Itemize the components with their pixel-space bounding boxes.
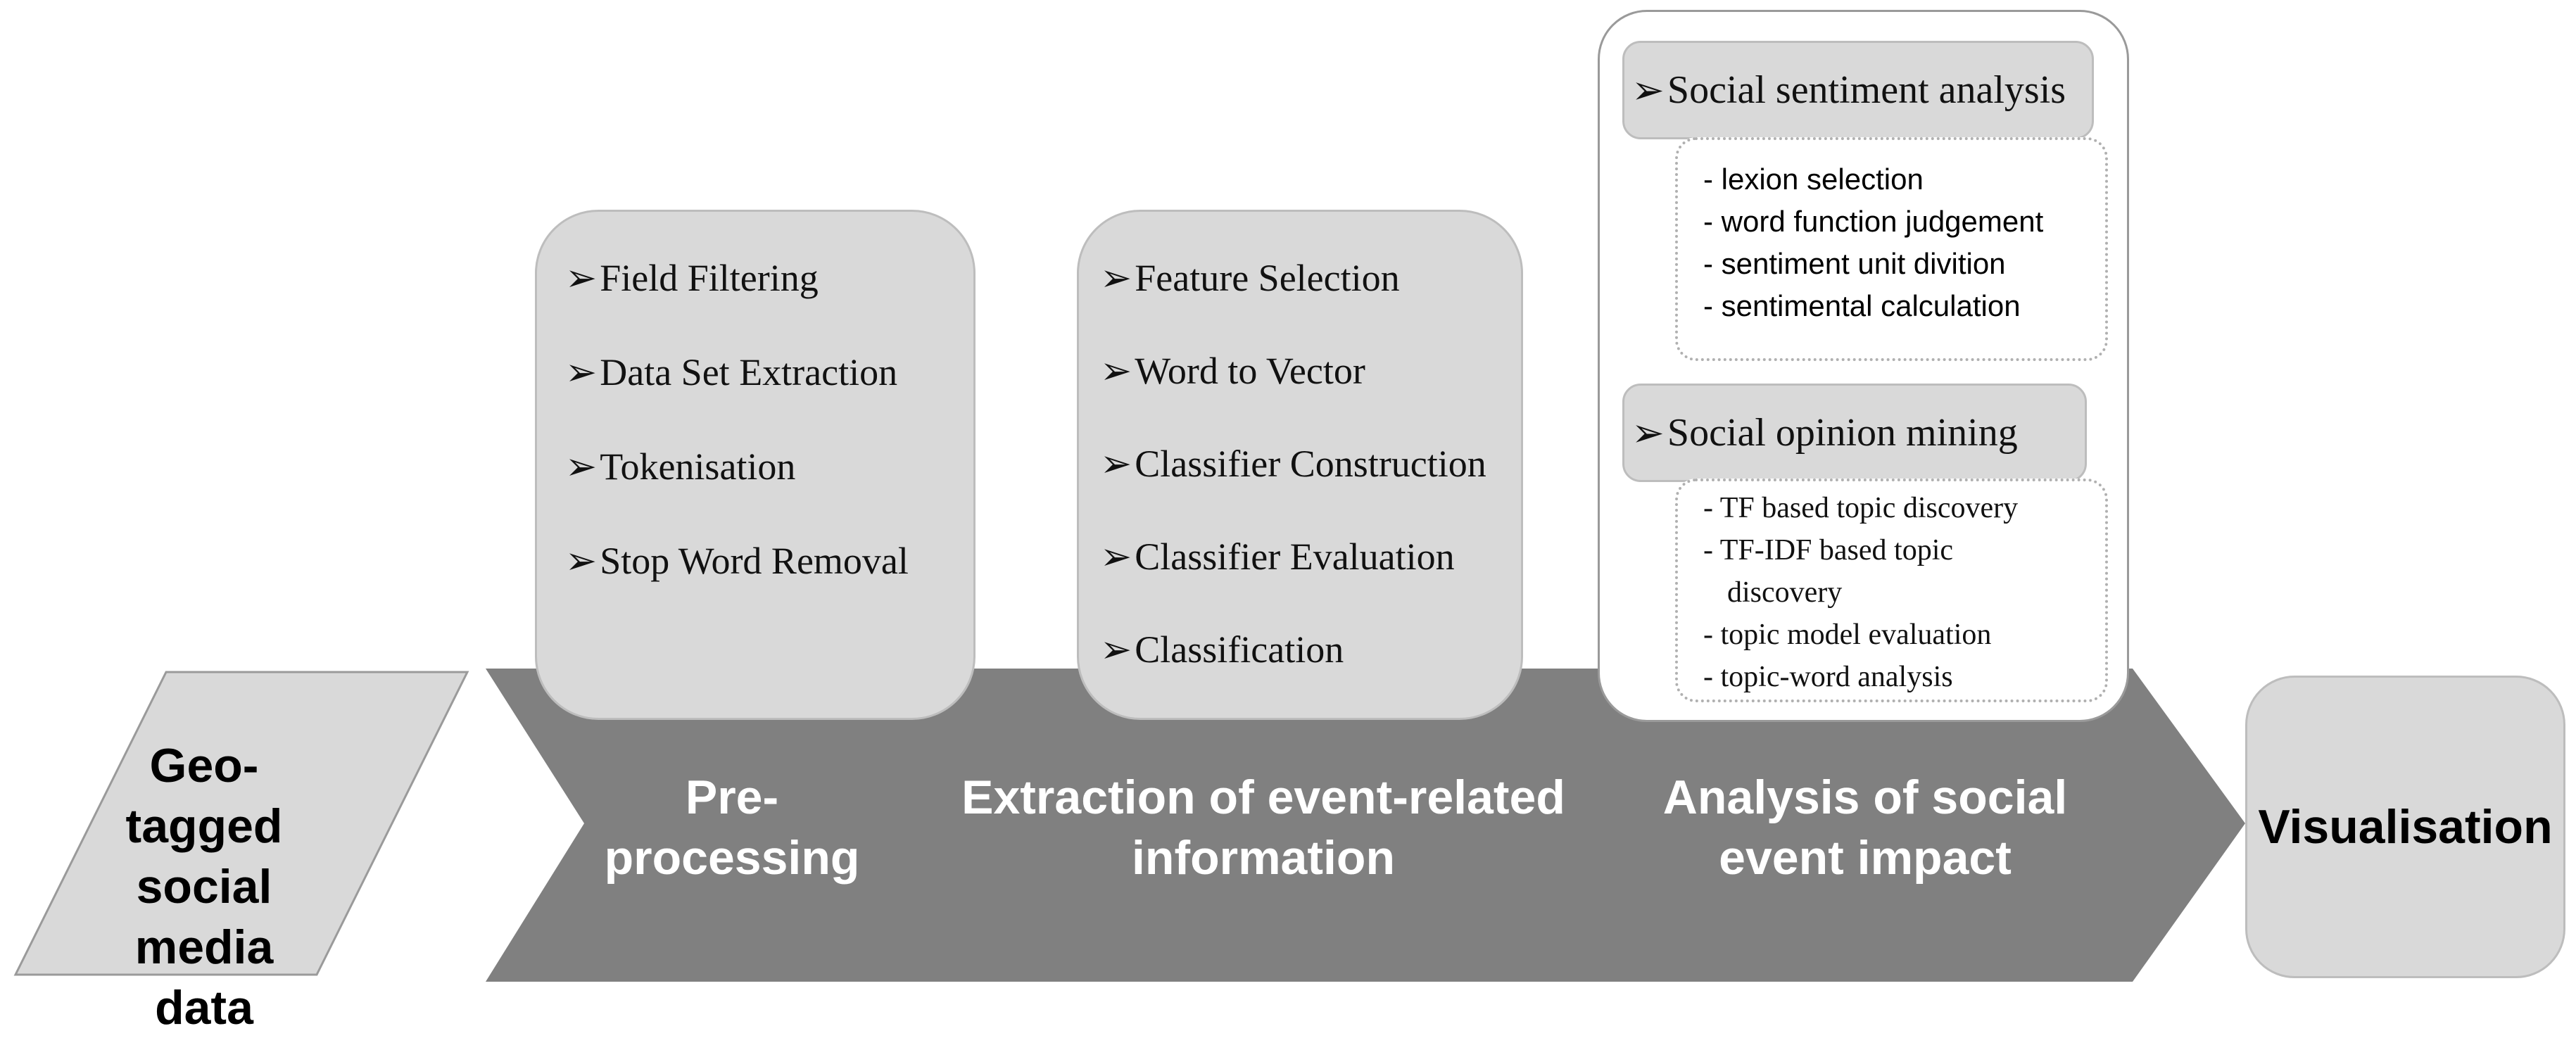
arrow-bullet-icon: ➢ [1100,443,1132,485]
opinion-mining-items: - TF based topic discovery - TF-IDF base… [1675,479,2108,702]
list-item: - sentimental calculation [1703,289,2021,322]
input-parallelogram [13,671,469,976]
arrow-bullet-icon: ➢ [565,540,598,582]
sentiment-analysis-header: ➢Social sentiment analysis [1622,41,2094,139]
arrow-bullet-icon: ➢ [565,257,598,299]
extraction-steps-box: ➢Feature Selection ➢Word to Vector ➢Clas… [1077,210,1523,720]
opinion-mining-header: ➢Social opinion mining [1622,384,2087,482]
arrow-bullet-icon: ➢ [1631,411,1665,455]
list-item: - TF based topic discovery [1703,492,2019,524]
output-label: Visualisation [2258,800,2553,854]
arrow-bullet-icon: ➢ [1100,536,1132,578]
sentiment-analysis-items: - lexion selection - word function judge… [1675,137,2108,361]
step-item: ➢Stop Word Removal [565,540,909,582]
list-item: - topic model evaluation [1703,619,1992,651]
arrow-bullet-icon: ➢ [565,351,598,393]
arrow-bullet-icon: ➢ [1100,350,1132,392]
step-item: ➢Classifier Evaluation [1100,536,1455,578]
step-item: ➢Feature Selection [1100,257,1400,299]
stage-label-preprocessing: Pre-processing [604,771,860,885]
list-item: - TF-IDF based topic [1703,534,1954,567]
arrow-bullet-icon: ➢ [1100,257,1132,299]
list-item: - topic-word analysis [1703,661,1953,693]
step-item: ➢Tokenisation [565,445,796,488]
arrow-bullet-icon: ➢ [1100,628,1132,671]
visualisation-box: Visualisation [2245,676,2565,978]
step-item: ➢Data Set Extraction [565,351,898,393]
diagram-canvas [13,669,2245,982]
input-data-label: Geo-tagged social media data [125,739,283,1034]
preprocessing-steps-box: ➢Field Filtering ➢Data Set Extraction ➢T… [535,210,976,720]
arrow-bullet-icon: ➢ [1631,68,1665,113]
list-item: discovery [1727,576,1843,609]
list-item: - sentiment unit divition [1703,247,2006,280]
list-item: - word function judgement [1703,205,2044,238]
step-item: ➢Classification [1100,628,1344,671]
process-arrow-band [486,669,2245,982]
step-item: ➢Classifier Construction [1100,443,1486,485]
arrow-bullet-icon: ➢ [565,445,598,488]
step-item: ➢Word to Vector [1100,350,1365,392]
stage-label-analysis: Analysis of social event impact [1662,771,2068,885]
list-item: - lexion selection [1703,163,1924,196]
step-item: ➢Field Filtering [565,257,819,299]
stage-label-extraction: Extraction of event-related information [961,771,1565,885]
